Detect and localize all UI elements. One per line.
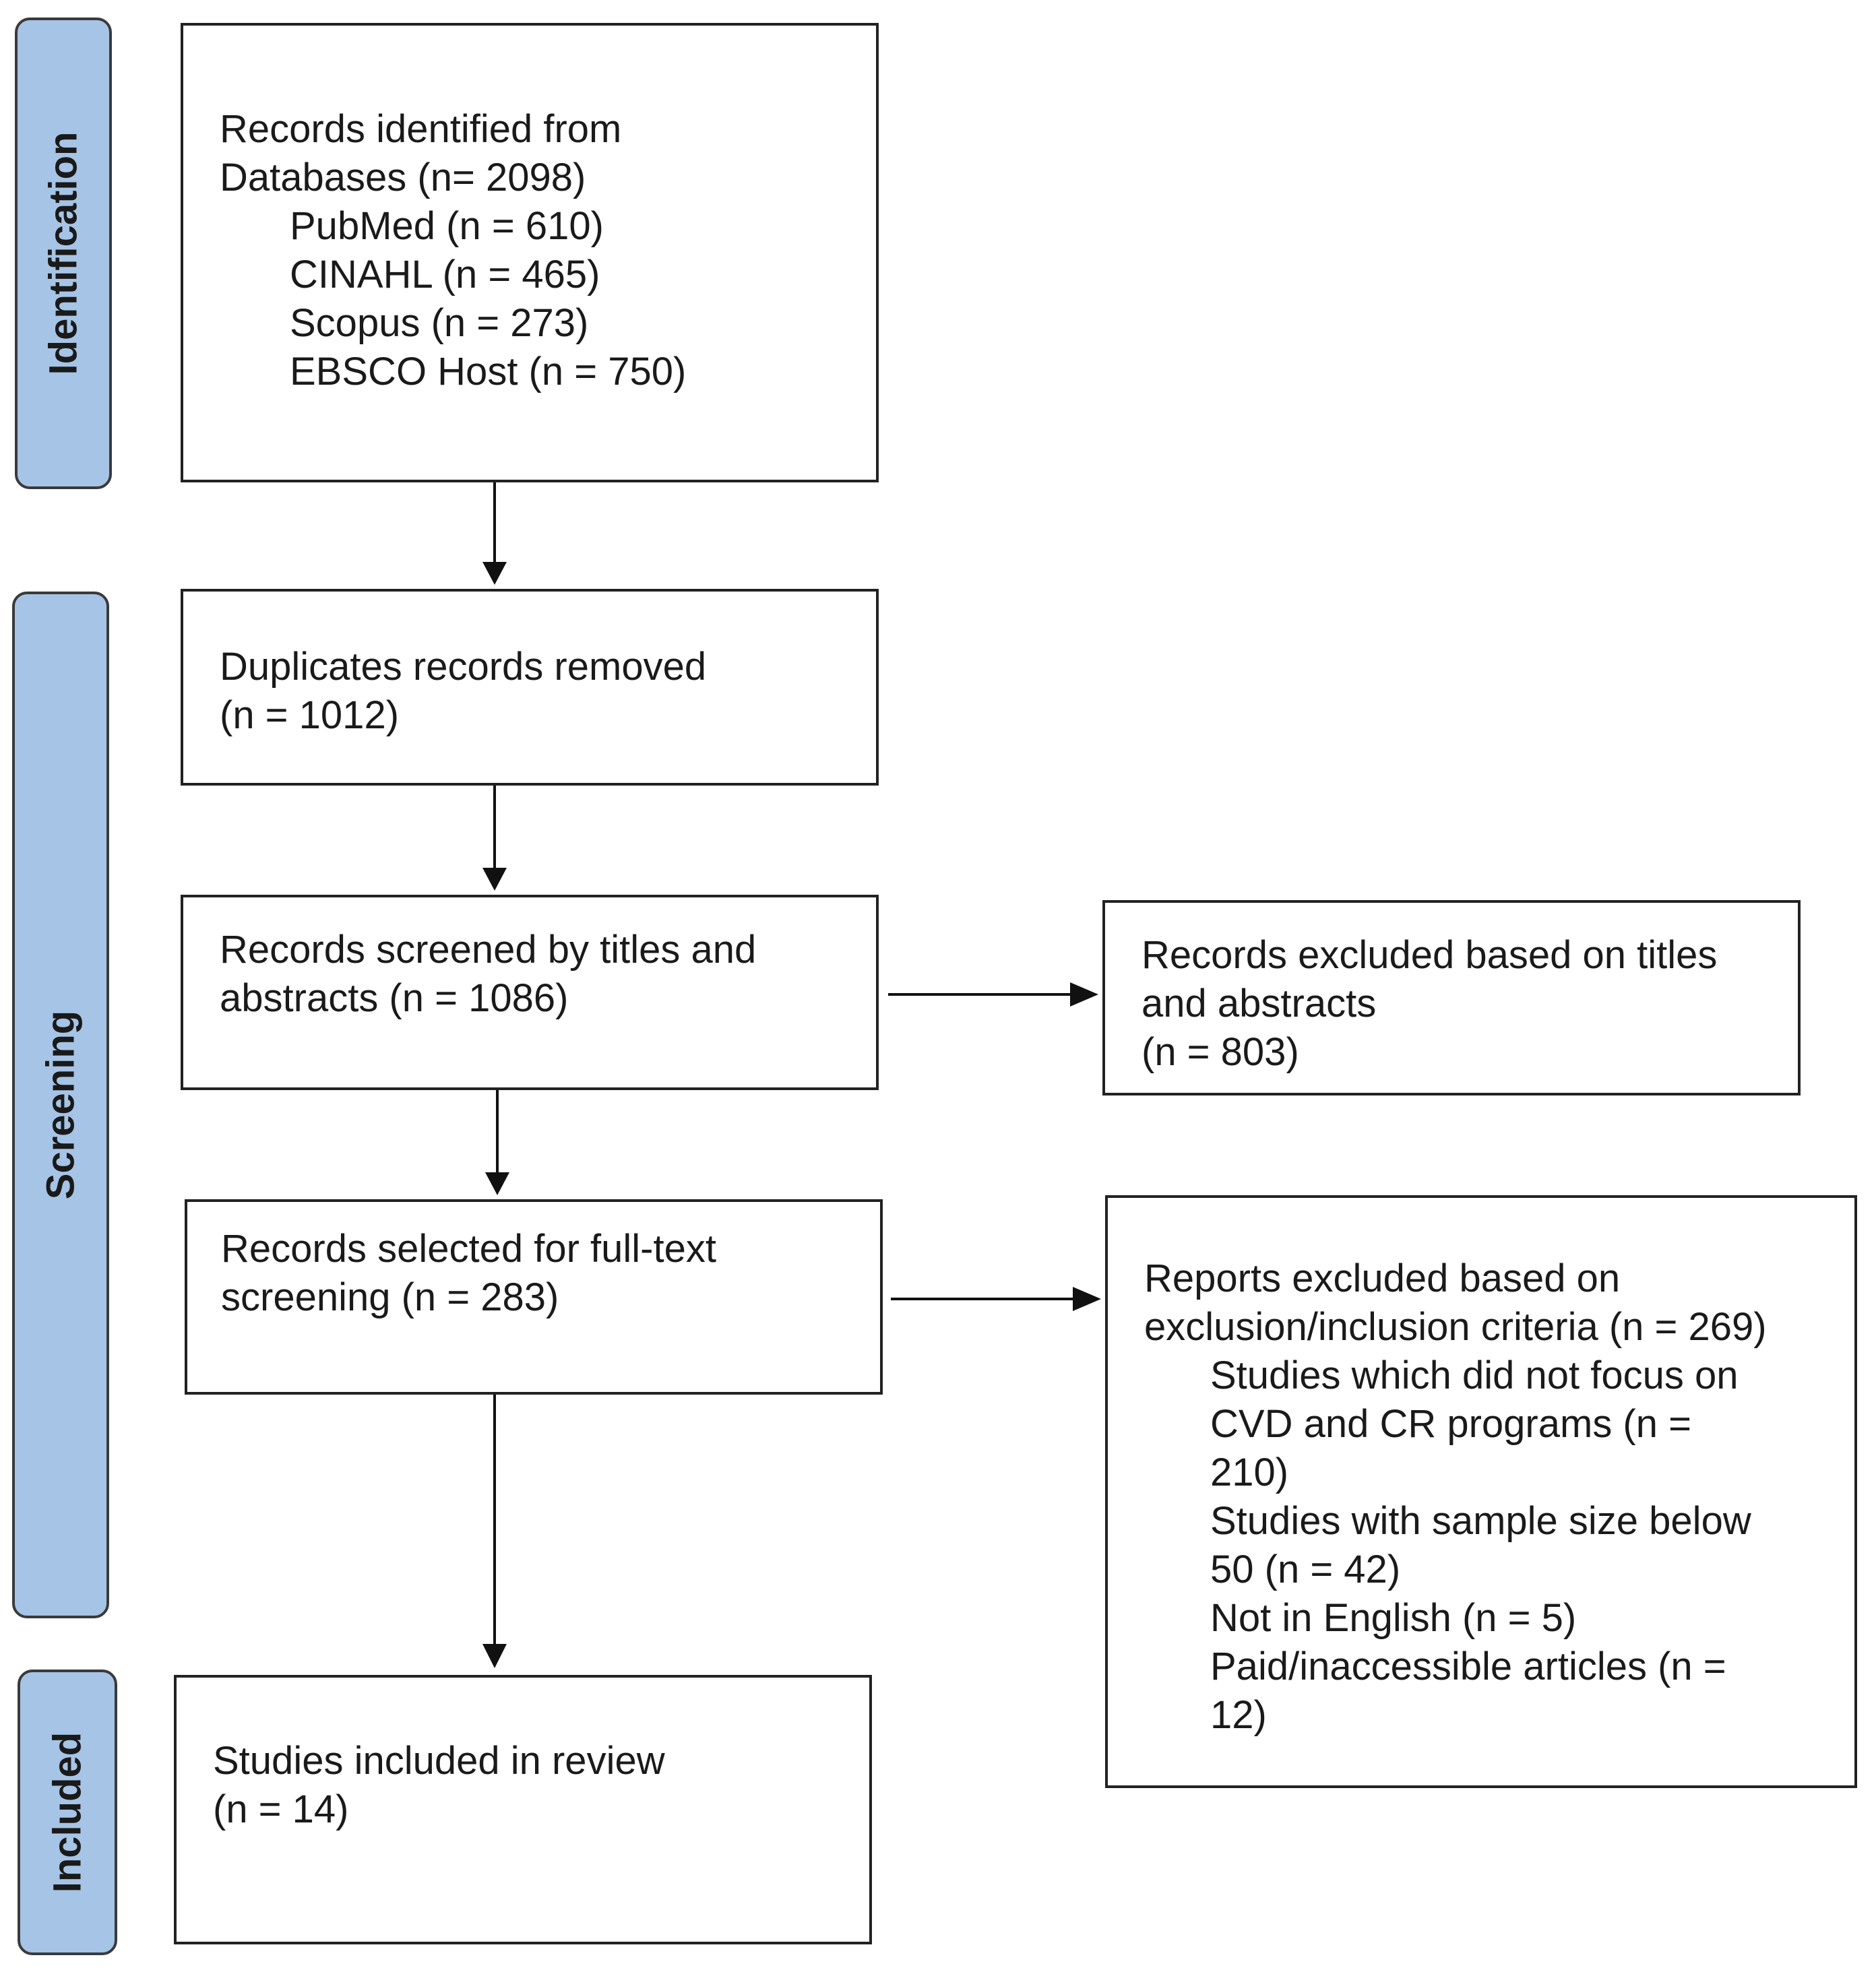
- reason-line: Studies with sample size below: [1210, 1499, 1751, 1543]
- screened-line1: Records screened by titles and: [220, 928, 757, 972]
- records-identified-box: Records identified from Databases (n= 20…: [181, 23, 879, 482]
- reason-line: 12): [1210, 1693, 1267, 1737]
- reason-line: 50 (n = 42): [1210, 1548, 1401, 1591]
- reports-excluded-box: Reports excluded based on exclusion/incl…: [1105, 1195, 1857, 1788]
- reason-line: 210): [1210, 1451, 1289, 1494]
- screened-line2: abstracts (n = 1086): [220, 976, 569, 1020]
- records-excluded-titles-box: Records excluded based on titles and abs…: [1102, 900, 1801, 1095]
- excluded-titles-line1: Records excluded based on titles: [1142, 933, 1718, 977]
- stage-included: Included: [18, 1670, 117, 1955]
- source-scopus: Scopus (n = 273): [290, 301, 589, 345]
- stage-identification: Identification: [15, 18, 112, 489]
- records-screened-box: Records screened by titles and abstracts…: [181, 895, 879, 1090]
- excluded-titles-line3: (n = 803): [1142, 1030, 1299, 1074]
- reason-line: Paid/inaccessible articles (n =: [1210, 1645, 1726, 1688]
- reason-line: Studies which did not focus on: [1210, 1354, 1739, 1397]
- source-pubmed: PubMed (n = 610): [290, 204, 604, 248]
- reason-line: CVD and CR programs (n =: [1210, 1402, 1691, 1446]
- included-line1: Studies included in review: [213, 1739, 665, 1783]
- arrowhead: [482, 1644, 507, 1668]
- reports-excluded-line2: exclusion/inclusion criteria (n = 269): [1144, 1305, 1767, 1349]
- records-identified-line1: Records identified from: [220, 107, 622, 151]
- fulltext-screening-box: Records selected for full-text screening…: [185, 1199, 883, 1395]
- fulltext-line1: Records selected for full-text: [221, 1227, 716, 1271]
- reports-excluded-line1: Reports excluded based on: [1144, 1257, 1621, 1300]
- duplicates-removed-box: Duplicates records removed (n = 1012): [181, 589, 879, 786]
- fulltext-line2: screening (n = 283): [221, 1275, 559, 1319]
- included-line2: (n = 14): [213, 1787, 349, 1831]
- stage-screening: Screening: [12, 592, 109, 1618]
- duplicates-line1: Duplicates records removed: [220, 645, 707, 689]
- source-cinahl: CINAHL (n = 465): [290, 253, 600, 296]
- arrowhead: [1073, 1287, 1101, 1311]
- arrowhead: [482, 868, 507, 891]
- arrowhead: [485, 1172, 509, 1195]
- records-identified-line2: Databases (n= 2098): [220, 156, 586, 199]
- arrowhead: [482, 562, 507, 585]
- duplicates-line2: (n = 1012): [220, 693, 400, 737]
- arrowhead: [1070, 982, 1098, 1007]
- reason-line: Not in English (n = 5): [1210, 1596, 1577, 1640]
- studies-included-box: Studies included in review (n = 14): [174, 1675, 872, 1944]
- excluded-titles-line2: and abstracts: [1142, 982, 1377, 1025]
- source-ebsco-host: EBSCO Host (n = 750): [290, 350, 687, 393]
